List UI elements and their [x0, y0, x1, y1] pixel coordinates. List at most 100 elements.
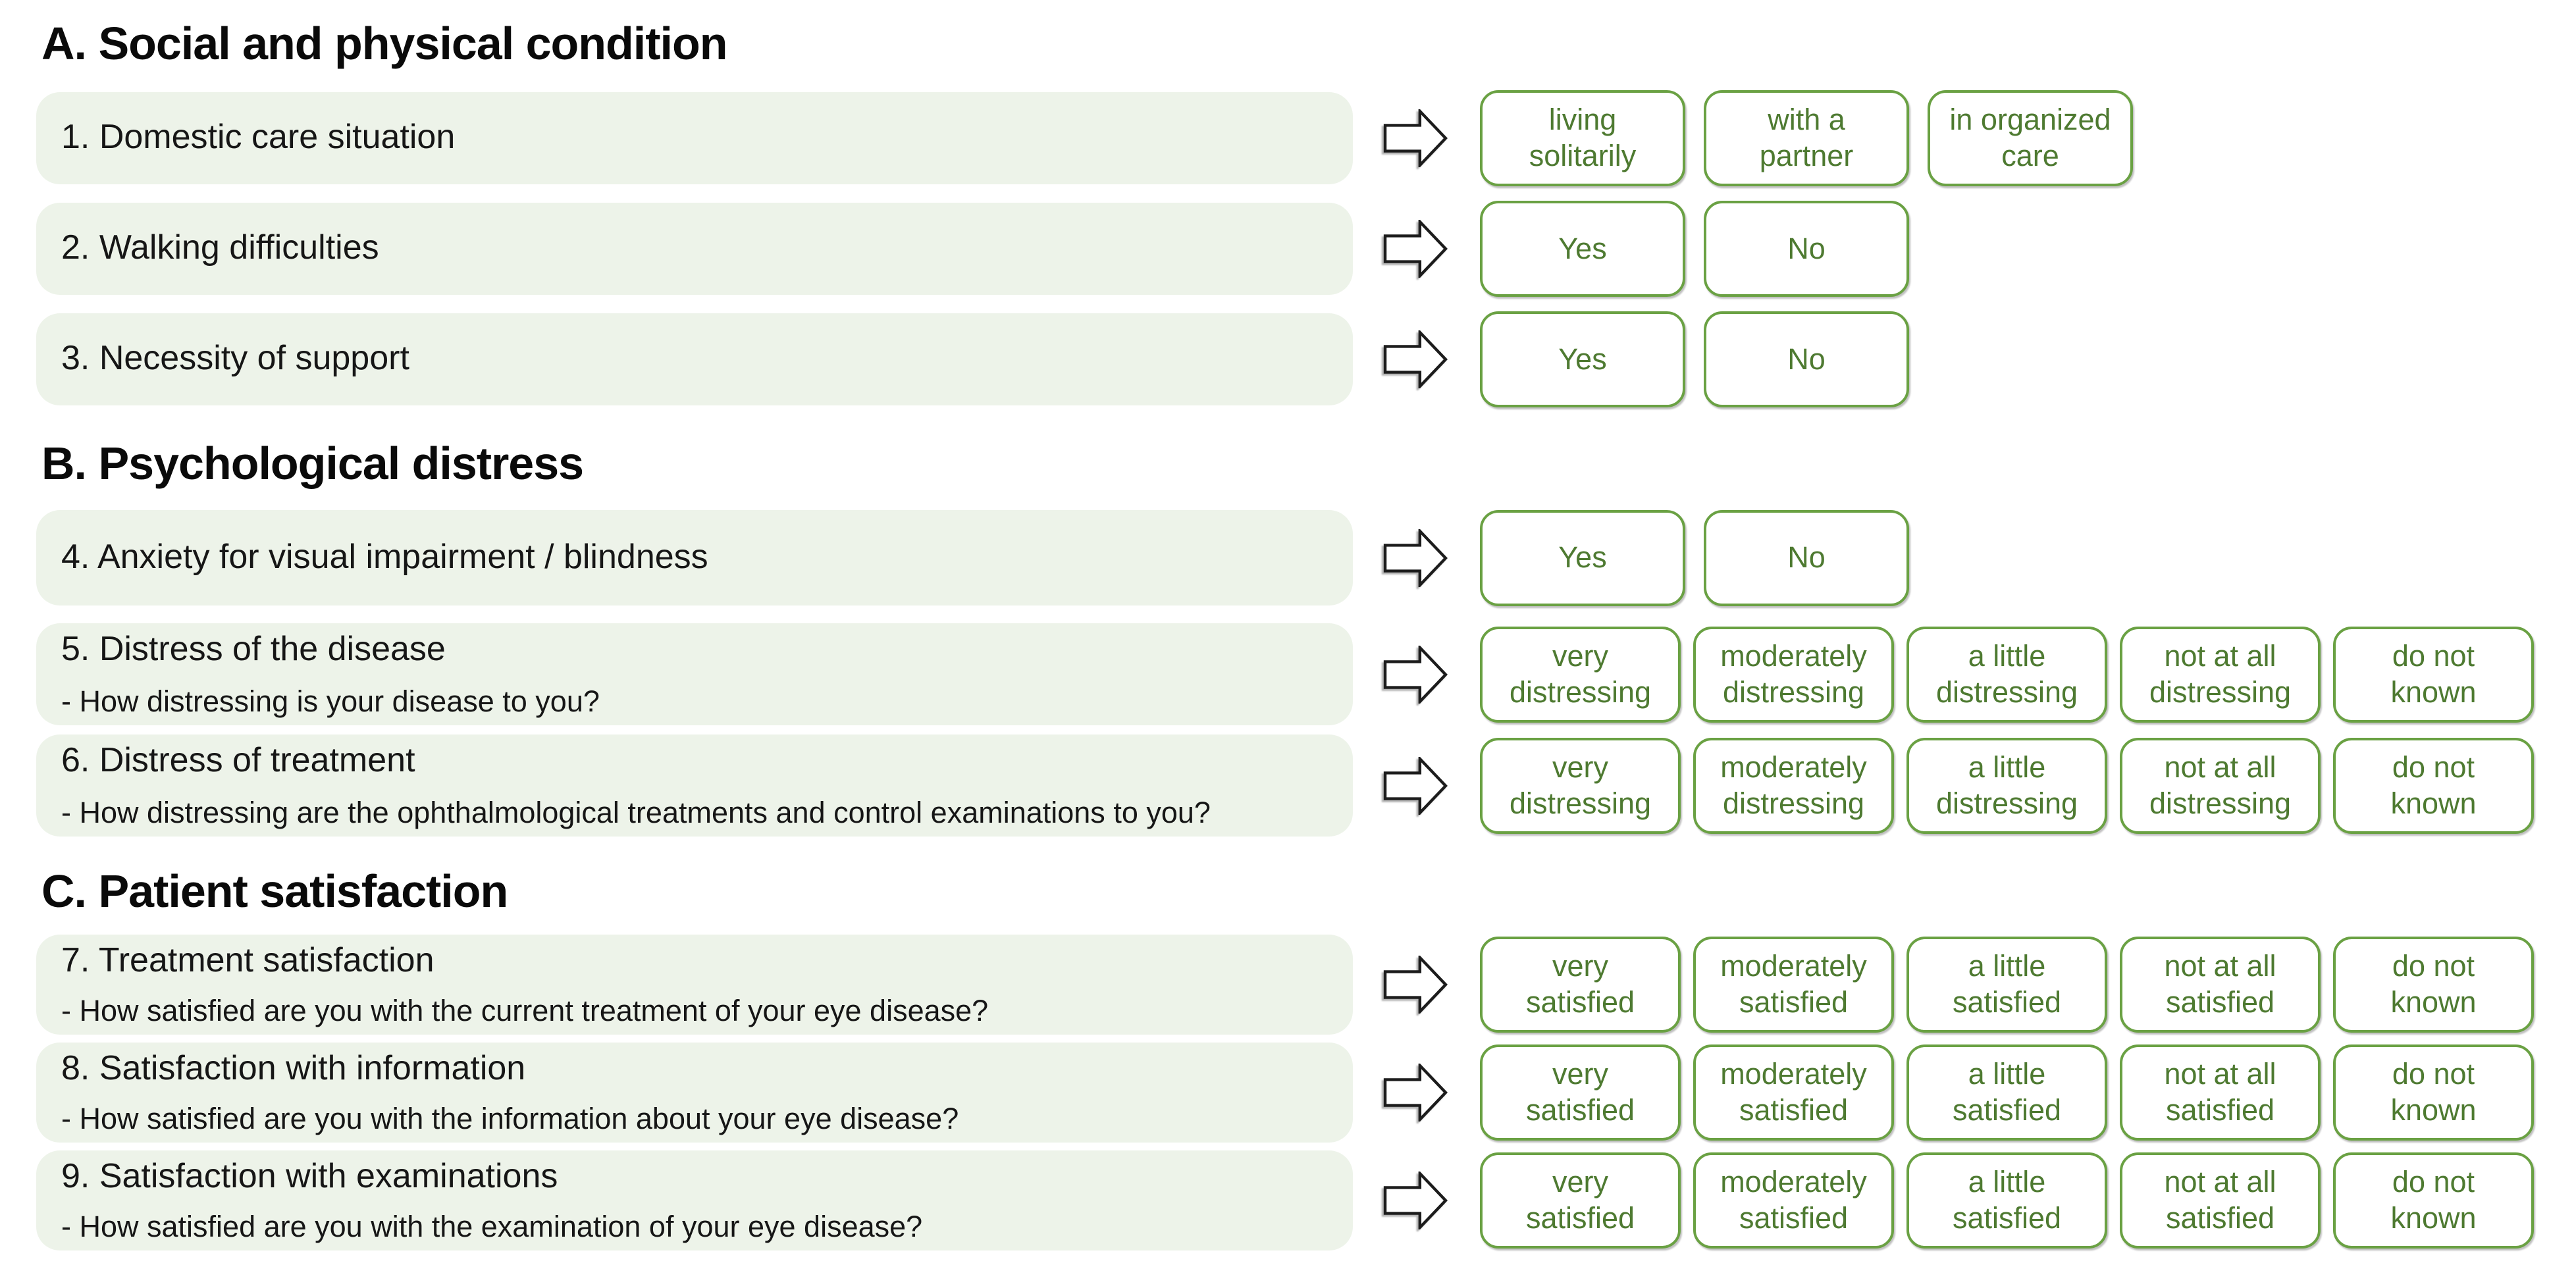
option-label: No	[1787, 231, 1826, 265]
option-label: No	[1787, 540, 1826, 575]
right-block-arrow-icon	[1382, 109, 1448, 167]
option-label: a little satisfied	[1952, 1165, 2062, 1235]
question-subtext: - How distressing is your disease to you…	[61, 684, 600, 718]
option-label: not at all distressing	[2149, 638, 2292, 709]
option-label: Yes	[1558, 231, 1607, 265]
option-label: No	[1787, 342, 1826, 376]
option-label: a little satisfied	[1952, 1057, 2062, 1127]
question-title: 4. Anxiety for visual impairment / blind…	[61, 537, 708, 576]
question-row: 7. Treatment satisfaction- How satisfied…	[0, 935, 2576, 1035]
option-box[interactable]: do not known	[2333, 737, 2534, 834]
option-box[interactable]: very satisfied	[1480, 1152, 1681, 1249]
option-label: moderately distressing	[1720, 638, 1867, 709]
option-box[interactable]: moderately satisfied	[1693, 937, 1894, 1033]
question-title: 7. Treatment satisfaction	[61, 941, 434, 979]
question-row: 8. Satisfaction with information - How sa…	[0, 1043, 2576, 1143]
right-block-arrow-icon	[1382, 645, 1448, 704]
answer-options: very satisfied moderately satisfied a litt…	[1480, 1152, 2534, 1249]
option-box[interactable]: living solitarily	[1480, 90, 1685, 186]
question-row: 3. Necessity of support Yes No	[0, 311, 2576, 407]
section-heading-c: C. Patient satisfaction	[41, 865, 508, 917]
option-label: not at all distressing	[2149, 750, 2292, 820]
option-label: not at all satisfied	[2164, 1165, 2276, 1235]
right-block-arrow-icon	[1382, 1172, 1448, 1229]
option-label: moderately satisfied	[1720, 1165, 1867, 1235]
question-bar: 5. Distress of the disease- How distress…	[36, 623, 1353, 725]
question-title: 8. Satisfaction with information	[61, 1049, 526, 1087]
option-box[interactable]: a little distressing	[1906, 737, 2107, 834]
question-row: 6. Distress of treatment - How distressin…	[0, 735, 2576, 837]
question-bar: 9. Satisfaction with examinations- How s…	[36, 1150, 1353, 1250]
option-box[interactable]: not at all satisfied	[2120, 1152, 2321, 1249]
section-heading-b: B. Psychological distress	[41, 438, 584, 489]
question-row: 1. Domestic care situation living solitar…	[0, 90, 2576, 186]
option-label: in organized care	[1949, 103, 2111, 172]
option-box[interactable]: Yes	[1480, 311, 1685, 407]
option-label: do not known	[2390, 949, 2477, 1019]
option-box[interactable]: No	[1704, 201, 1909, 297]
option-box[interactable]: very distressing	[1480, 737, 1681, 834]
answer-options: Yes No	[1480, 201, 1909, 297]
option-box[interactable]: No	[1704, 509, 1909, 606]
question-row: 4. Anxiety for visual impairment / blind…	[0, 509, 2576, 606]
option-box[interactable]: a little satisfied	[1906, 1044, 2107, 1141]
option-label: moderately satisfied	[1720, 949, 1867, 1019]
option-box[interactable]: do not known	[2333, 626, 2534, 723]
option-label: do not known	[2390, 1057, 2477, 1127]
option-label: a little distressing	[1935, 750, 2078, 820]
answer-options: Yes No	[1480, 311, 1909, 407]
answer-options: living solitarily with a partner in organi…	[1480, 90, 2133, 186]
option-box[interactable]: very distressing	[1480, 626, 1681, 723]
question-bar: 2. Walking difficulties	[36, 203, 1353, 295]
option-box[interactable]: Yes	[1480, 201, 1685, 297]
option-box[interactable]: very satisfied	[1480, 937, 1681, 1033]
option-label: very distressing	[1509, 750, 1652, 820]
option-box[interactable]: moderately satisfied	[1693, 1152, 1894, 1249]
question-row: 9. Satisfaction with examinations- How s…	[0, 1150, 2576, 1250]
option-box[interactable]: a little satisfied	[1906, 1152, 2107, 1249]
question-row: 2. Walking difficulties Yes No	[0, 201, 2576, 297]
option-box[interactable]: not at all distressing	[2120, 737, 2321, 834]
option-box[interactable]: a little distressing	[1906, 626, 2107, 723]
right-block-arrow-icon	[1382, 220, 1448, 278]
option-label: moderately distressing	[1720, 750, 1867, 820]
answer-options: very satisfied moderately satisfied a litt…	[1480, 937, 2534, 1033]
option-box[interactable]: very satisfied	[1480, 1044, 1681, 1141]
option-label: very satisfied	[1525, 949, 1635, 1019]
option-box[interactable]: No	[1704, 311, 1909, 407]
question-subtext: - How satisfied are you with the informa…	[61, 1101, 959, 1135]
answer-options: very distressing moderately distressing a …	[1480, 626, 2534, 723]
option-box[interactable]: not at all satisfied	[2120, 937, 2321, 1033]
option-box[interactable]: not at all satisfied	[2120, 1044, 2321, 1141]
option-label: not at all satisfied	[2164, 1057, 2276, 1127]
question-title: 1. Domestic care situation	[61, 118, 456, 157]
question-title: 3. Necessity of support	[61, 339, 409, 378]
option-box[interactable]: with a partner	[1704, 90, 1909, 186]
option-box[interactable]: moderately distressing	[1693, 737, 1894, 834]
option-box[interactable]: moderately distressing	[1693, 626, 1894, 723]
option-box[interactable]: do not known	[2333, 1152, 2534, 1249]
right-block-arrow-icon	[1382, 956, 1448, 1014]
option-label: very satisfied	[1525, 1165, 1635, 1235]
option-box[interactable]: in organized care	[1928, 90, 2133, 186]
option-box[interactable]: do not known	[2333, 937, 2534, 1033]
question-row: 5. Distress of the disease- How distress…	[0, 623, 2576, 725]
option-label: living solitarily	[1529, 103, 1637, 172]
option-box[interactable]: not at all distressing	[2120, 626, 2321, 723]
option-label: do not known	[2390, 1165, 2477, 1235]
question-subtext: - How distressing are the ophthalmologic…	[61, 795, 1211, 829]
option-label: Yes	[1558, 540, 1607, 575]
question-bar: 1. Domestic care situation	[36, 92, 1353, 184]
option-box[interactable]: do not known	[2333, 1044, 2534, 1141]
question-title: 6. Distress of treatment	[61, 741, 415, 779]
option-box[interactable]: Yes	[1480, 509, 1685, 606]
question-bar: 3. Necessity of support	[36, 313, 1353, 405]
answer-options: very distressing moderately distressing a …	[1480, 737, 2534, 834]
question-bar: 7. Treatment satisfaction- How satisfied…	[36, 935, 1353, 1035]
option-box[interactable]: moderately satisfied	[1693, 1044, 1894, 1141]
option-label: a little distressing	[1935, 638, 2078, 709]
right-block-arrow-icon	[1382, 756, 1448, 815]
option-box[interactable]: a little satisfied	[1906, 937, 2107, 1033]
